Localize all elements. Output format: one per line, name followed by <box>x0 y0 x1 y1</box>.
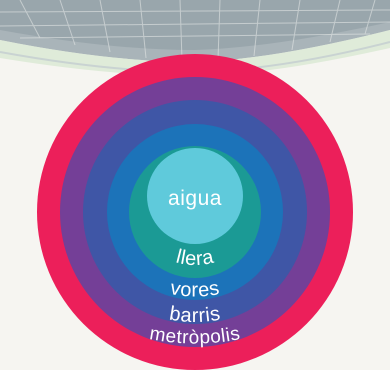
label-llera: llera <box>174 246 216 271</box>
label-barris: barris <box>168 303 222 328</box>
ring-aigua <box>147 148 243 244</box>
label-vores: vores <box>169 277 222 301</box>
label-aigua: aigua <box>168 187 222 210</box>
green-strip <box>0 30 390 76</box>
